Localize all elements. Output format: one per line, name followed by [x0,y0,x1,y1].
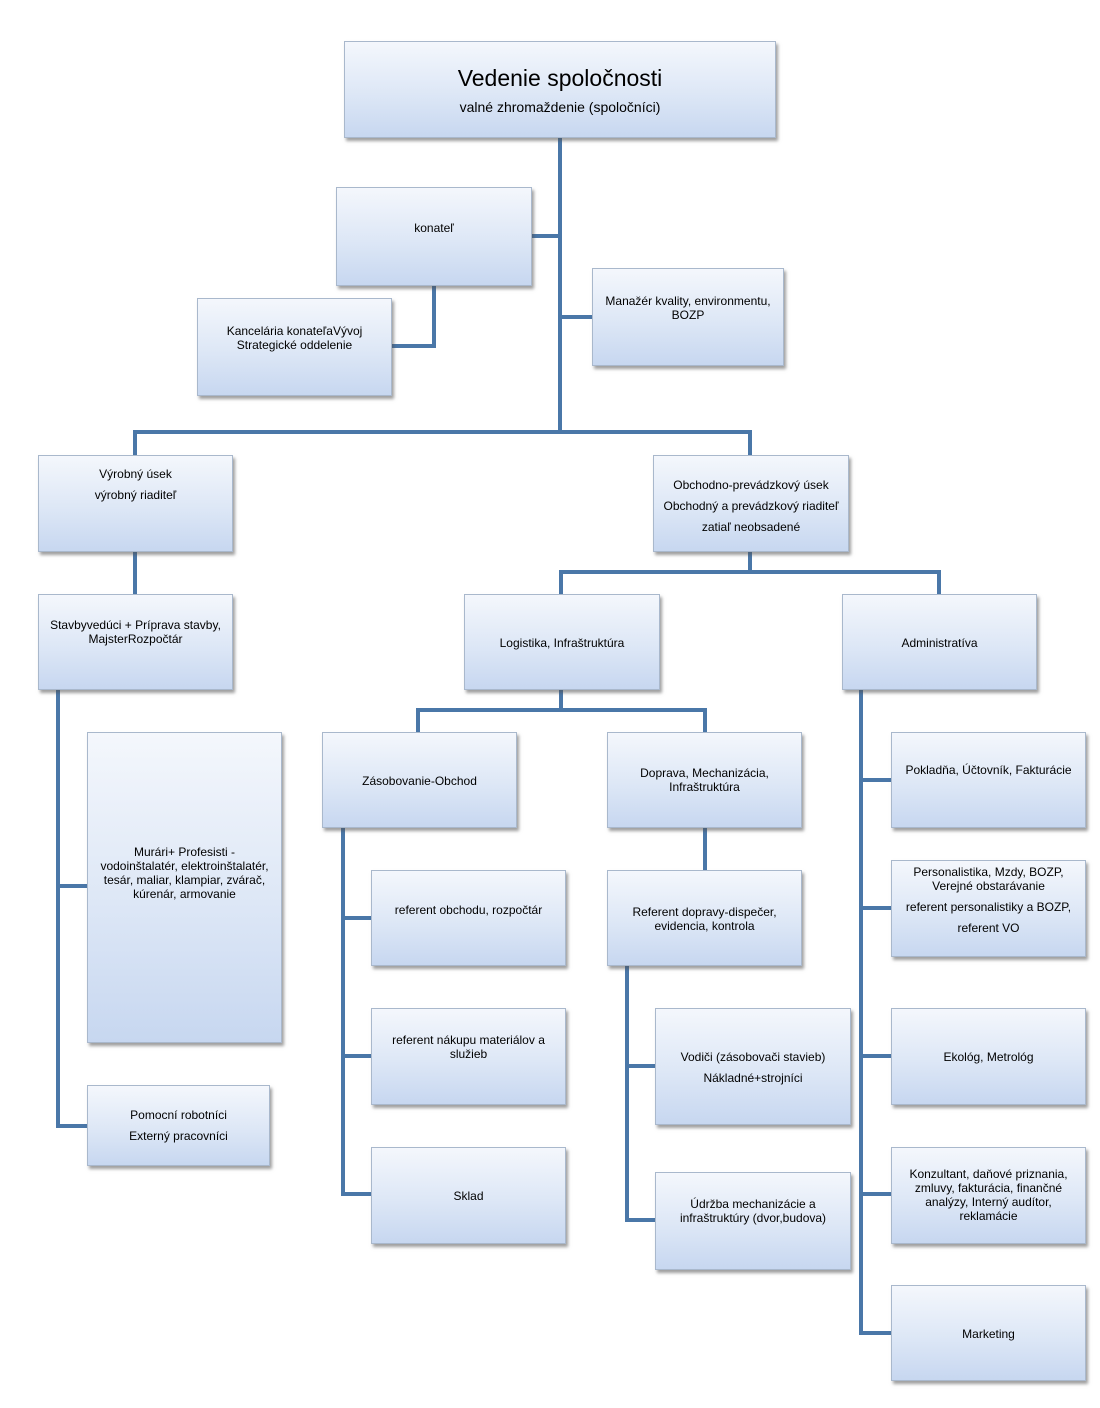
box-personalistika-line-3: referent personalistiky a BOZP, [905,900,1072,914]
box-logistika-label: Logistika, Infraštruktúra [499,636,625,650]
box-ekolog-label: Ekológ, Metrológ [943,1050,1034,1064]
box-stavbyveduci-line-2: MajsterRozpočtár [88,632,183,646]
box-kancelaria-line-1: Kancelária konateľaVývoj [226,324,363,338]
box-murari: Murári+ Profesisti - vodoinštalatér, ele… [87,732,282,1043]
box-kancelaria: Kancelária konateľaVývoj Strategické odd… [197,298,392,396]
box-obchodno-line-3: zatiaľ neobsadené [701,520,801,534]
box-ekolog: Ekológ, Metrológ [891,1008,1086,1105]
box-konzultant-line-3: analýzy, Interný audítor, [925,1195,1052,1209]
box-manazer-kvality: Manažér kvality, environmentu, BOZP [592,268,784,366]
box-personalistika: Personalistika, Mzdy, BOZP, Verejné obst… [891,860,1086,957]
box-konzultant-line-1: Konzultant, daňové priznania, [909,1167,1068,1181]
box-obchodno-prevadzkovy-usek: Obchodno-prevádzkový úsek Obchodný a pre… [653,455,849,552]
box-vodici-line-1: Vodiči (zásobovači stavieb) [680,1050,826,1064]
box-konatel: konateľ [336,187,532,286]
connector-division-bar [133,430,752,457]
box-logistika: Logistika, Infraštruktúra [464,594,660,690]
box-referent-obchodu-label: referent obchodu, rozpočtár [394,903,543,917]
box-personalistika-line-2: Verejné obstarávanie [932,879,1045,893]
box-vyrobny-usek: Výrobný úsek výrobný riaditeľ [38,455,233,552]
box-referent-nakupu-line-2: služieb [449,1047,488,1061]
box-konatel-label: konateľ [414,221,454,235]
box-manazer-line-2: BOZP [671,308,705,322]
box-doprava: Doprava, Mechanizácia, Infraštruktúra [607,732,802,828]
box-personalistika-line-1: Personalistika, Mzdy, BOZP, [913,865,1064,879]
connector-administrativa-rail [859,688,893,1335]
box-referent-dopravy-line-1: Referent dopravy-dispečer, [632,905,777,919]
box-murari-line-2: vodoinštalatér, elektroinštalatér, [100,859,269,873]
box-pomocni-robotnici: Pomocní robotníci Externý pracovníci [87,1085,270,1166]
box-referent-nakupu: referent nákupu materiálov a služieb [371,1008,566,1105]
box-konzultant: Konzultant, daňové priznania, zmluvy, fa… [891,1147,1086,1244]
box-manazer-line-1: Manažér kvality, environmentu, [605,294,771,308]
box-udrzba-line-2: infraštruktúry (dvor,budova) [679,1211,827,1225]
box-doprava-line-2: Infraštruktúra [669,780,740,794]
box-stavbyveduci-line-1: Stavbyvedúci + Príprava stavby, [50,618,221,632]
box-murari-line-3: tesár, maliar, klampiar, zvárač, [103,873,266,887]
box-udrzba: Údržba mechanizácie a infraštruktúry (dv… [655,1172,851,1270]
box-konzultant-line-2: zmluvy, fakturácia, finančné [914,1181,1063,1195]
box-udrzba-line-1: Údržba mechanizácie a [690,1197,816,1211]
box-personalistika-line-4: referent VO [957,921,1020,935]
box-zasobovanie-label: Zásobovanie-Obchod [362,774,477,788]
connector-referent-rail [625,964,657,1222]
box-doprava-line-1: Doprava, Mechanizácia, [640,766,769,780]
box-sklad: Sklad [371,1147,566,1244]
box-vedenie-spolocnosti: Vedenie spoločnosti valné zhromaždenie (… [344,41,776,138]
box-murari-line-1: Murári+ Profesisti - [133,845,236,859]
box-vyrobny-line-2: výrobný riaditeľ [94,488,177,502]
box-kancelaria-line-2: Strategické oddelenie [236,338,353,352]
box-marketing-label: Marketing [962,1327,1015,1341]
box-referent-dopravy-line-2: evidencia, kontrola [654,919,755,933]
box-obchodno-line-2: Obchodný a prevádzkový riaditeľ [663,499,839,513]
box-zasobovanie: Zásobovanie-Obchod [322,732,517,828]
connector-kancelaria [390,284,436,348]
box-vodici: Vodiči (zásobovači stavieb) Nákladné+str… [655,1008,851,1125]
connector-logistika-bar [416,688,707,734]
box-referent-obchodu: referent obchodu, rozpočtár [371,870,566,966]
box-pokladna: Pokladňa, Účtovník, Fakturácie [891,732,1086,828]
box-stavbyveduci: Stavbyvedúci + Príprava stavby, MajsterR… [38,594,233,690]
box-administrativa-label: Administratíva [901,636,978,650]
box-murari-line-4: kúrenár, armovanie [133,887,236,901]
connector-stavbyveduci-rail [56,688,89,1128]
box-pokladna-label: Pokladňa, Účtovník, Fakturácie [905,763,1072,777]
box-administrativa: Administratíva [842,594,1037,690]
box-obchodno-line-1: Obchodno-prevádzkový úsek [673,478,829,492]
box-marketing: Marketing [891,1285,1086,1381]
connector-obchod-bar [559,550,941,596]
box-sklad-label: Sklad [453,1189,484,1203]
box-vedenie-subtitle: valné zhromaždenie (spoločníci) [459,98,661,115]
box-referent-nakupu-line-1: referent nákupu materiálov a [392,1033,545,1047]
box-pomocni-line-1: Pomocní robotníci [130,1108,227,1122]
box-vyrobny-line-1: Výrobný úsek [99,467,172,481]
box-vedenie-title: Vedenie spoločnosti [457,64,663,91]
box-referent-dopravy: Referent dopravy-dispečer, evidencia, ko… [607,870,802,966]
connector-zasobovanie-rail [341,826,373,1196]
box-pomocni-line-2: Externý pracovníci [129,1129,228,1143]
box-vodici-line-2: Nákladné+strojníci [703,1071,803,1085]
box-konzultant-line-4: reklamácie [959,1209,1018,1223]
